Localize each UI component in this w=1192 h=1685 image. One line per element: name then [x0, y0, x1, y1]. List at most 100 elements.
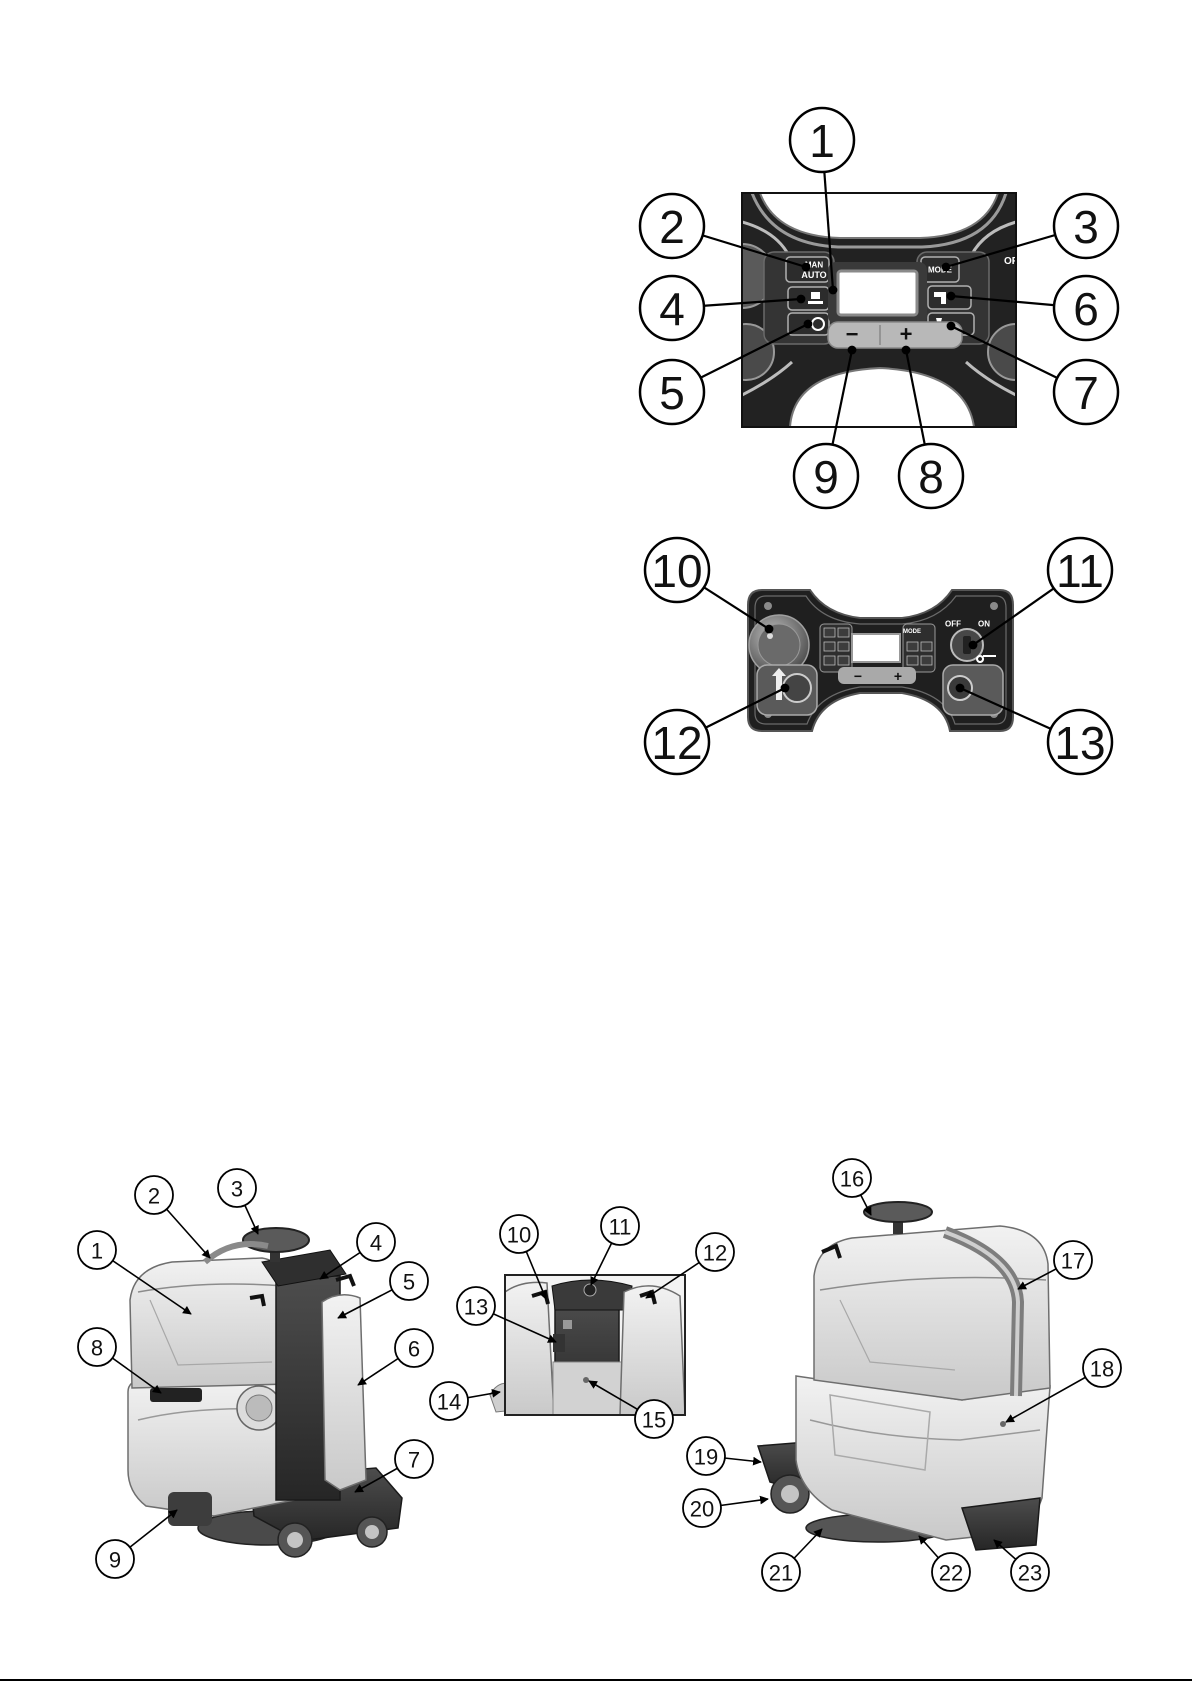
mini-mode-label: MODE: [903, 629, 921, 635]
filler-cap: [1000, 1421, 1006, 1427]
upper-tank: [130, 1258, 290, 1388]
callout-number: 13: [1054, 717, 1105, 769]
callout-number: 12: [703, 1241, 727, 1266]
callout-number: 9: [813, 451, 839, 503]
brush-base-icon: [808, 301, 823, 304]
right-seat-side: [620, 1286, 685, 1415]
brush-icon: [811, 292, 820, 299]
callout-number: 1: [91, 1239, 103, 1264]
steering-wheel: [243, 1228, 309, 1252]
drain-plug: [583, 1377, 589, 1383]
lift-button[interactable]: [783, 674, 811, 702]
minus-button[interactable]: −: [846, 322, 859, 347]
filter-gauge-inner: [246, 1395, 272, 1421]
callout-number: 12: [651, 717, 702, 769]
right-tank: [322, 1295, 366, 1490]
callout-number: 4: [659, 283, 685, 335]
lower-control-panel: OFF ON MODE − +: [748, 590, 1013, 731]
man-auto-button[interactable]: MAN AUTO: [786, 257, 829, 282]
mini-button[interactable]: [824, 656, 835, 665]
mini-button[interactable]: [907, 656, 918, 665]
man-label: MAN: [805, 261, 823, 270]
callout-inset-12: 12: [646, 1233, 734, 1298]
key-slot: [963, 636, 971, 654]
callout-number: 7: [408, 1448, 420, 1473]
callout-number: 22: [939, 1561, 963, 1586]
callout-number: 10: [651, 545, 702, 597]
machine-rear-view: [758, 1202, 1050, 1550]
callout-number: 5: [659, 367, 685, 419]
front-bumper: [168, 1492, 212, 1526]
mini-button[interactable]: [838, 628, 849, 637]
key-off-label: OFF: [945, 620, 961, 629]
callout-number: 6: [1073, 283, 1099, 335]
mini-button[interactable]: [921, 656, 932, 665]
callout-number: 8: [91, 1336, 103, 1361]
callout-number: 1: [809, 115, 835, 167]
callout-number: 21: [769, 1561, 793, 1586]
front-wheel-hub: [781, 1485, 799, 1503]
callout-number: 18: [1090, 1357, 1114, 1382]
callout-number: 14: [437, 1390, 461, 1415]
callout-number: 6: [408, 1337, 420, 1362]
callout-number: 3: [231, 1177, 243, 1202]
callout-number: 15: [642, 1408, 666, 1433]
callout-number: 19: [694, 1445, 718, 1470]
callout-number: 13: [464, 1295, 488, 1320]
valve-lever: [553, 1334, 565, 1352]
callout-number: 2: [659, 201, 685, 253]
side-wheel-hub: [365, 1525, 379, 1539]
display-screen: [838, 271, 917, 315]
callout-rear-19: 19: [687, 1437, 761, 1475]
inset-key-switch: [584, 1284, 596, 1296]
callout-number: 3: [1073, 201, 1099, 253]
callout-number: 4: [370, 1231, 382, 1256]
mini-plus-button[interactable]: +: [894, 668, 902, 684]
callout-number: 7: [1073, 367, 1099, 419]
callout-rear-22: 22: [919, 1536, 970, 1591]
callout-number: 9: [109, 1548, 121, 1573]
mini-button[interactable]: [921, 642, 932, 651]
top-control-panel: OFF MAN AUTO MODE: [710, 193, 1044, 427]
knob-indicator-icon: [767, 633, 773, 639]
callout-number: 2: [148, 1184, 160, 1209]
mini-button[interactable]: [838, 642, 849, 651]
callout-inset-14: 14: [430, 1382, 500, 1420]
callout-number: 17: [1061, 1249, 1085, 1274]
callout-rear-21: 21: [762, 1529, 822, 1591]
mini-button[interactable]: [838, 656, 849, 665]
auto-label: AUTO: [801, 270, 826, 280]
key-on-label: ON: [978, 620, 990, 629]
callout-number: 11: [609, 1215, 632, 1240]
callout-number: 8: [918, 451, 944, 503]
mini-button[interactable]: [824, 642, 835, 651]
rear-wheel-hub: [287, 1532, 303, 1548]
plus-button[interactable]: +: [900, 322, 913, 347]
mini-display-screen: [852, 634, 900, 662]
mini-button[interactable]: [824, 628, 835, 637]
callout-number: 20: [690, 1497, 714, 1522]
small-sticker: [563, 1320, 572, 1329]
mini-button[interactable]: [907, 642, 918, 651]
callout-rear-23: 23: [994, 1540, 1049, 1591]
callout-front-2: 2: [135, 1176, 210, 1258]
callout-inset-11: 11: [591, 1207, 639, 1285]
callout-front-3: 3: [218, 1169, 258, 1234]
callout-number: 23: [1018, 1561, 1042, 1586]
callout-rear-20: 20: [683, 1489, 768, 1527]
mini-minus-button[interactable]: −: [854, 668, 862, 684]
callout-number: 11: [1056, 545, 1104, 597]
callout-front-6: 6: [358, 1329, 433, 1385]
callout-number: 10: [507, 1223, 531, 1248]
mini-plus-minus-bar: [838, 667, 916, 684]
switch-off-label: OFF: [1004, 256, 1024, 267]
center-lower-panel: [553, 1362, 623, 1415]
callout-front-9: 9: [96, 1510, 177, 1578]
screw: [764, 602, 772, 610]
rear-squeegee: [962, 1498, 1040, 1550]
screw: [990, 602, 998, 610]
steering-wheel: [864, 1202, 932, 1222]
callout-rear-16: 16: [833, 1159, 871, 1215]
callout-number: 16: [840, 1167, 864, 1192]
